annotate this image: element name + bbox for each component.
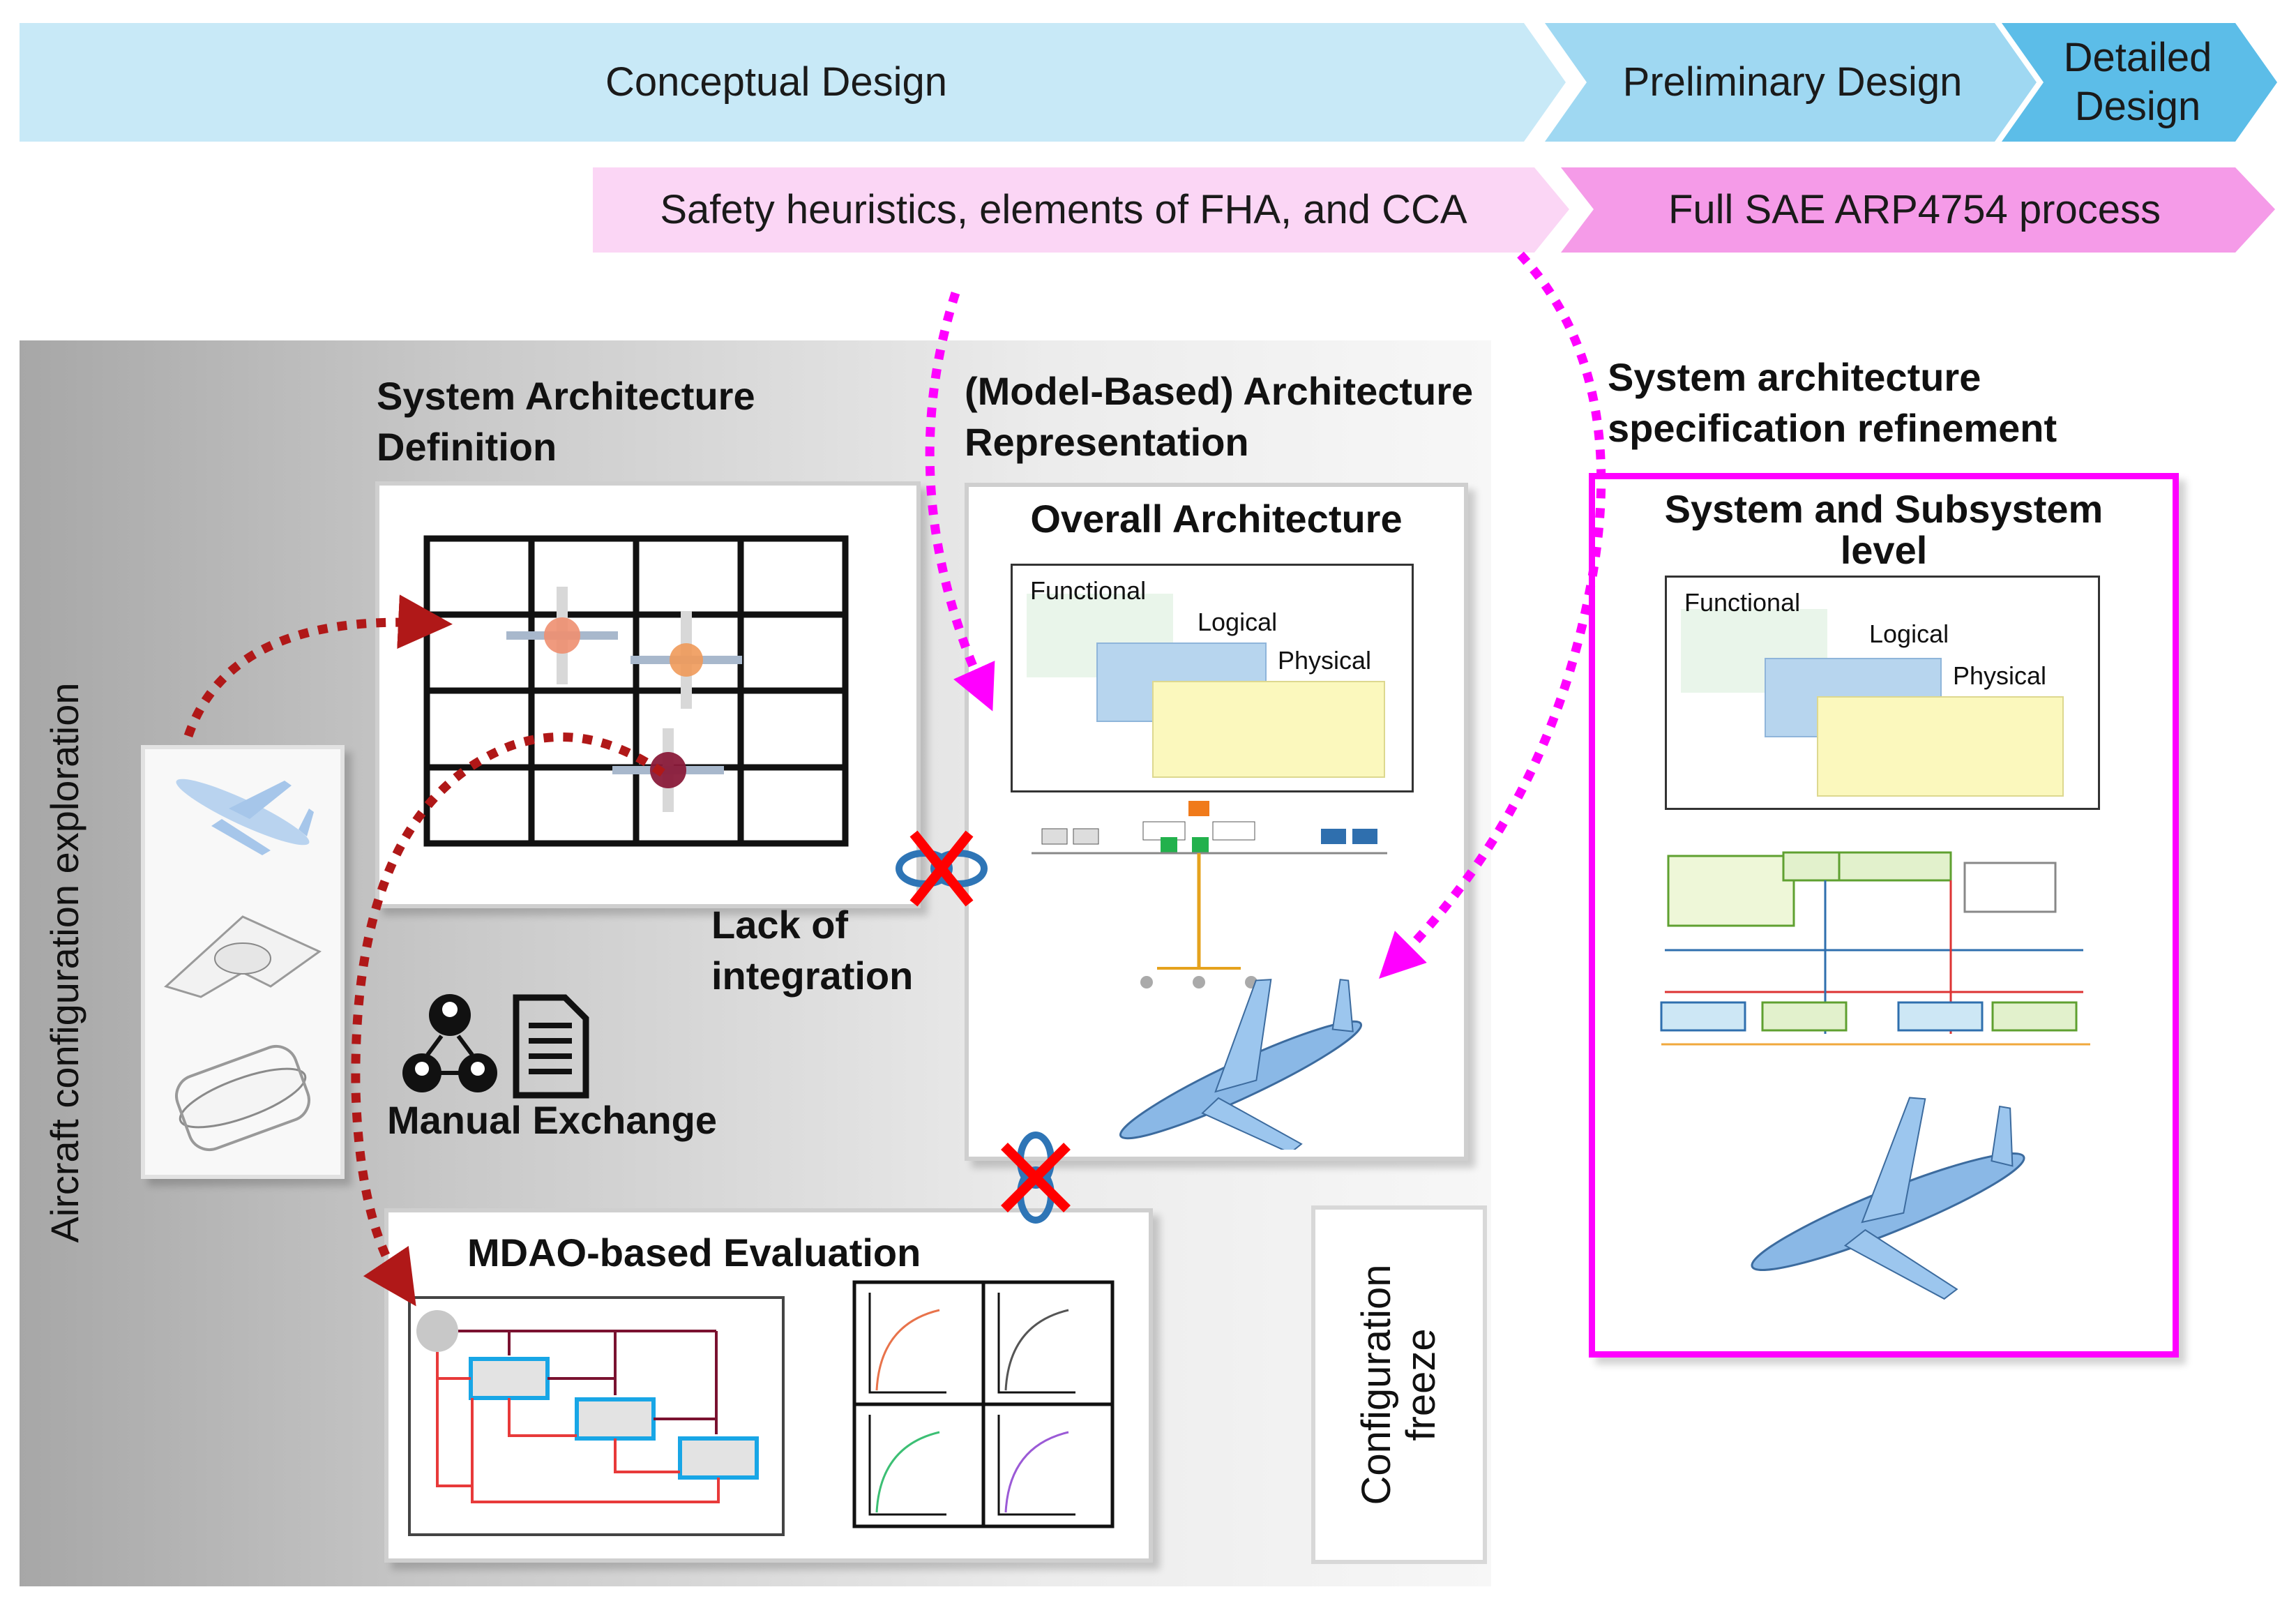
physical-layer-label: Physical: [1278, 646, 1372, 675]
system-schematic-and-aircraft: [1032, 801, 1387, 1150]
refinement-layers-box: Functional Logical Physical: [1665, 576, 2100, 810]
system-subsystem-panel: System and Subsystem level Functional Lo…: [1589, 473, 2179, 1358]
system-subsystem-title: System and Subsystem level: [1664, 487, 2104, 572]
safety-to-overall-architecture-arrow: [925, 292, 995, 712]
functional-layer-label: Functional: [1684, 588, 1801, 617]
document-icon: [513, 994, 589, 1099]
plot-3: [868, 1415, 946, 1516]
electrical-schematic: [1032, 801, 1387, 989]
physical-layer: [1152, 681, 1385, 778]
detailed-design-arrow: [2002, 23, 2277, 142]
logical-layer-label: Logical: [1869, 619, 1949, 648]
functional-layer-label: Functional: [1030, 576, 1147, 605]
physical-layer: [1817, 696, 2064, 797]
overall-architecture-layers-box: Functional Logical Physical: [1011, 564, 1414, 792]
aircraft-3d-model: [1751, 1097, 2025, 1300]
business-jet-icon: [176, 779, 314, 855]
system-architecture-definition-title: System Architecture Definition: [377, 374, 755, 469]
manual-exchange-label: Manual Exchange: [387, 1098, 718, 1142]
detailed-schematic-and-aircraft: [1660, 851, 2090, 1300]
detailed-system-schematic: [1660, 851, 2090, 1046]
design-space-grid: [423, 535, 849, 847]
blended-wing-icon: [164, 915, 322, 998]
phase-arrows: [20, 23, 2277, 253]
network-people-icon: [402, 994, 497, 1092]
safety-heuristics-arrow: [593, 167, 1569, 253]
configuration-freeze-panel: Configuration freeze: [1311, 1205, 1487, 1564]
broken-link-icon-1: [896, 830, 988, 907]
refinement-header: System architecture specification refine…: [1608, 355, 2057, 450]
physical-layer-label: Physical: [1953, 661, 2047, 690]
preliminary-design-label: Preliminary Design: [1622, 59, 1963, 105]
system-architecture-definition-panel: [375, 481, 921, 908]
conceptual-design-arrow: [20, 23, 1566, 142]
detailed-design-label: Detailed Design: [2063, 35, 2212, 129]
safety-heuristics-label: Safety heuristics, elements of FHA, and …: [660, 187, 1467, 233]
architecture-option-2: [630, 611, 742, 709]
full-process-label: Full SAE ARP4754 process: [1668, 187, 2161, 233]
full-process-arrow: [1561, 167, 2275, 253]
logical-layer-label: Logical: [1198, 608, 1278, 636]
mdao-evaluation-panel: MDAO-based Evaluation: [384, 1208, 1153, 1563]
architecture-option-1: [506, 587, 618, 684]
lack-of-integration-label: Lack of integration: [711, 903, 914, 998]
aircraft-3d-model: [1119, 979, 1363, 1150]
overall-architecture-title: Overall Architecture: [1030, 497, 1403, 541]
conceptual-design-label: Conceptual Design: [605, 59, 948, 105]
overall-architecture-panel: Overall Architecture Functional Logical …: [965, 483, 1468, 1161]
exploration-to-definition-arrow: [183, 594, 453, 738]
plot-2: [997, 1293, 1075, 1394]
plot-4: [997, 1415, 1075, 1516]
result-plots: [852, 1280, 1115, 1528]
mbse-header: (Model-Based) Architecture Representatio…: [965, 369, 1474, 464]
mdao-evaluation-title: MDAO-based Evaluation: [467, 1231, 921, 1275]
architecture-option-3: [612, 728, 724, 812]
box-wing-icon: [175, 1044, 310, 1152]
definition-to-mdao-arrow: [351, 732, 665, 1307]
broken-link-icon-2: [1001, 1132, 1071, 1224]
aircraft-configurations-images: [164, 779, 322, 1152]
manual-exchange-icons: [402, 994, 589, 1099]
mdao-workflow-and-plots: [408, 1280, 1115, 1536]
aircraft-configurations-panel: [141, 745, 345, 1179]
preliminary-design-arrow: [1545, 23, 2037, 142]
plot-1: [868, 1293, 946, 1394]
xdsm-workflow: [408, 1296, 785, 1536]
safety-to-refinement-arrow: [1379, 251, 1606, 979]
